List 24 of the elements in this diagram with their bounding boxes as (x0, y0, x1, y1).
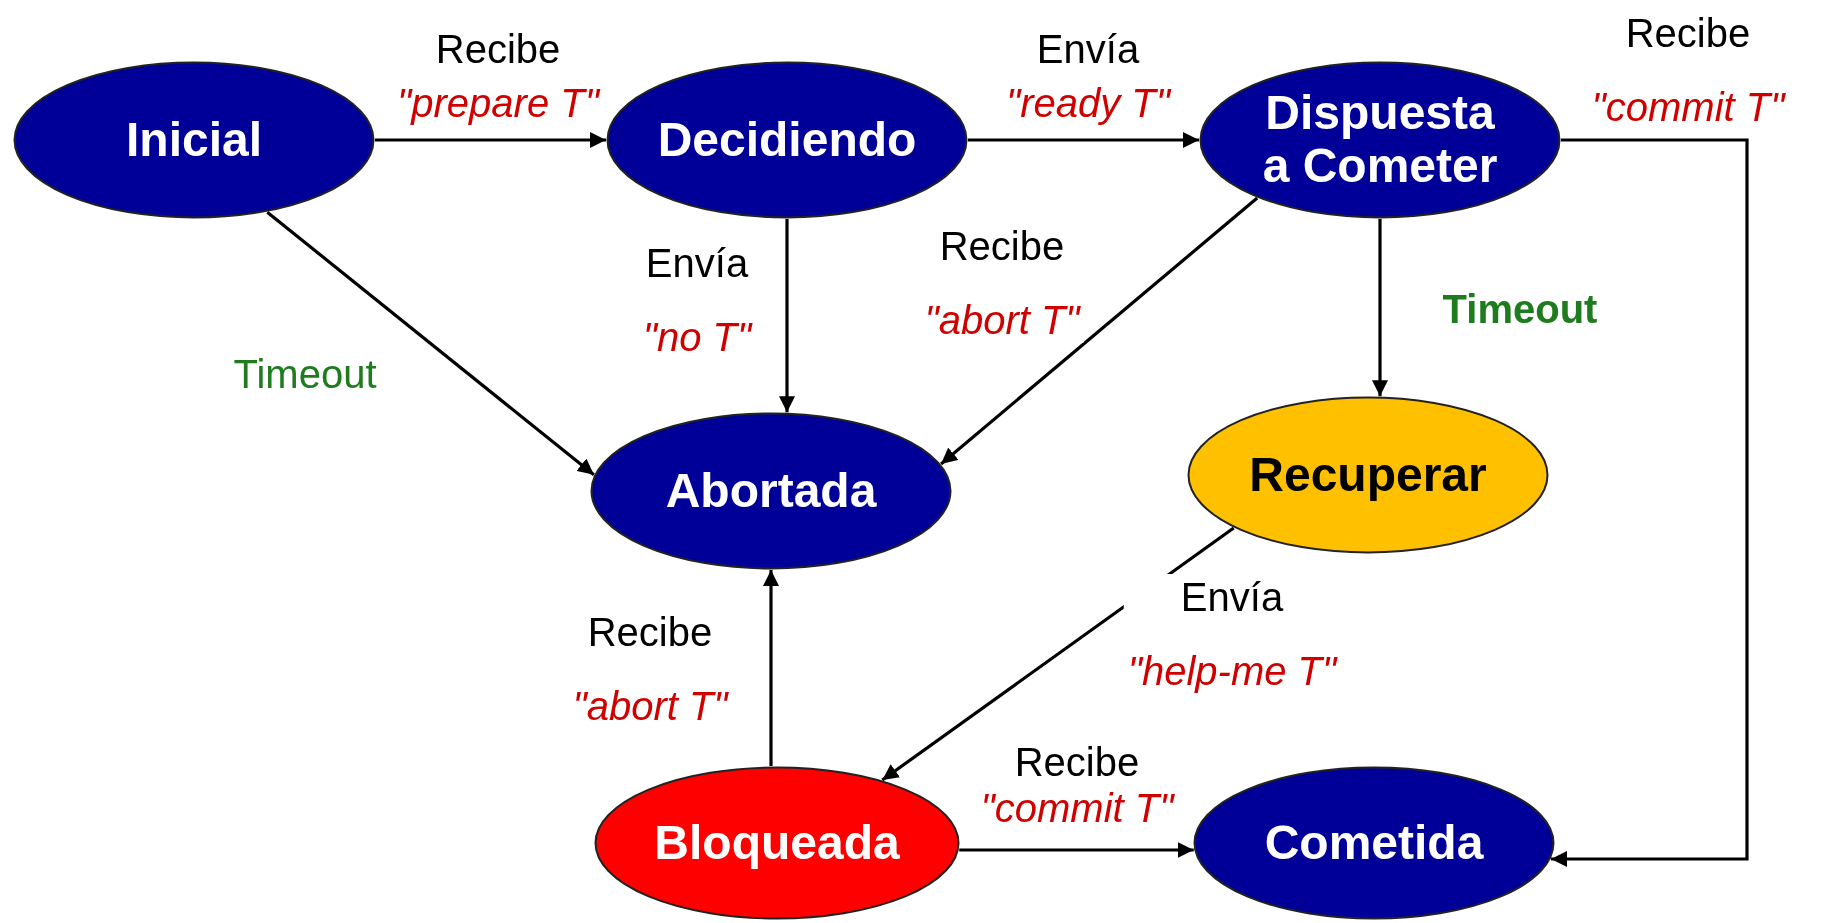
state-name: Dispuesta a Cometer (1261, 87, 1499, 193)
state-ellipse (594, 766, 960, 920)
arrow (375, 132, 606, 148)
state-name: Cometida (1264, 816, 1484, 870)
state-name: Recuperar (1249, 448, 1487, 502)
state-ellipse (1187, 396, 1549, 554)
state-ellipse (606, 61, 968, 219)
arrow (959, 842, 1194, 858)
arrow (940, 196, 1259, 466)
state-ellipse (1193, 766, 1555, 920)
state-ellipse (1199, 61, 1561, 219)
edge-label: Envía "help-me T" (1123, 574, 1341, 694)
arrow (1551, 138, 1749, 867)
state-name: Abortada (665, 464, 877, 518)
arrow (779, 219, 795, 413)
arrow (763, 570, 779, 767)
arrow (1372, 219, 1388, 397)
arrow (266, 211, 595, 476)
state-name: Bloqueada (654, 816, 900, 870)
arrow (968, 132, 1199, 148)
state-ellipse (590, 412, 952, 570)
state-ellipse (13, 61, 375, 219)
state-name: Decidiendo (657, 113, 917, 167)
state-name: Inicial (125, 113, 263, 167)
